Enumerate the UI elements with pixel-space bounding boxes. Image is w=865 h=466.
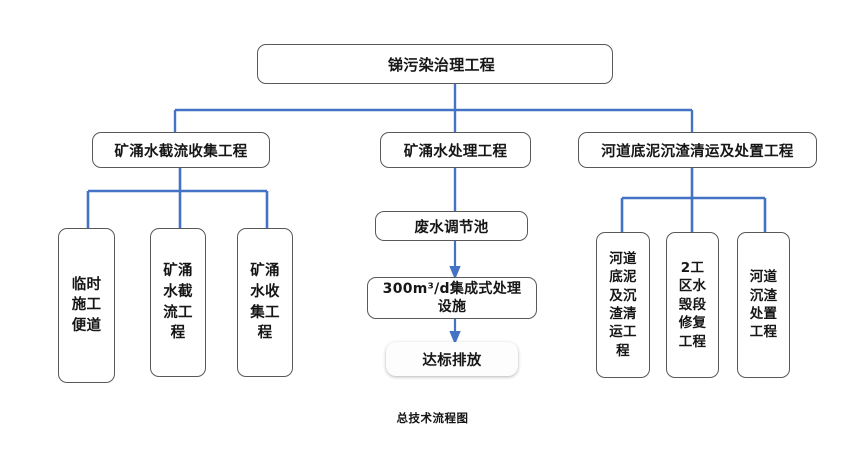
node-leaf-zone2-repair[interactable]: 2工 区水 毁段 修复 工程: [666, 232, 719, 378]
node-chain-equalization-tank[interactable]: 废水调节池: [375, 211, 528, 241]
node-leaf-temporary-road[interactable]: 临时 施工 便道: [58, 228, 115, 383]
node-leaf-zone2-repair-label: 2工 区水 毁段 修复 工程: [678, 260, 707, 350]
node-chain-integrated-treatment-facility-label: 300m³/d集成式处理 设施: [382, 280, 522, 315]
node-branch-sediment-removal-label: 河道底泥沉渣清运及处置工程: [601, 143, 794, 160]
node-leaf-sediment-transport-label: 河道 底泥 及沉 渣清 运工 程: [609, 250, 637, 359]
node-leaf-sediment-transport[interactable]: 河道 底泥 及沉 渣清 运工 程: [596, 232, 650, 378]
node-root-label: 锑污染治理工程: [388, 55, 496, 74]
node-branch-water-interception-label: 矿涌水截流收集工程: [114, 143, 248, 160]
node-root[interactable]: 锑污染治理工程: [257, 44, 613, 84]
node-leaf-sediment-disposal[interactable]: 河道 沉渣 处置 工程: [737, 232, 790, 378]
node-branch-water-interception[interactable]: 矿涌水截流收集工程: [92, 132, 270, 168]
node-chain-equalization-tank-label: 废水调节池: [414, 219, 489, 236]
node-leaf-temporary-road-label: 临时 施工 便道: [71, 276, 102, 334]
node-leaf-interception-works-label: 矿涌 水截 流工 程: [163, 263, 193, 342]
node-leaf-sediment-disposal-label: 河道 沉渣 处置 工程: [749, 269, 778, 341]
figure-caption: 总技术流程图: [396, 411, 469, 425]
node-branch-sediment-removal[interactable]: 河道底泥沉渣清运及处置工程: [578, 132, 817, 168]
node-leaf-collection-works[interactable]: 矿涌 水收 集工 程: [237, 228, 293, 377]
node-leaf-interception-works[interactable]: 矿涌 水截 流工 程: [150, 228, 206, 377]
node-chain-compliant-discharge[interactable]: 达标排放: [386, 342, 518, 376]
node-branch-water-treatment-label: 矿涌水处理工程: [403, 143, 508, 160]
node-branch-water-treatment[interactable]: 矿涌水处理工程: [380, 132, 531, 168]
node-leaf-collection-works-label: 矿涌 水收 集工 程: [250, 263, 280, 342]
node-chain-compliant-discharge-label: 达标排放: [422, 352, 482, 369]
node-chain-integrated-treatment-facility[interactable]: 300m³/d集成式处理 设施: [367, 277, 537, 319]
